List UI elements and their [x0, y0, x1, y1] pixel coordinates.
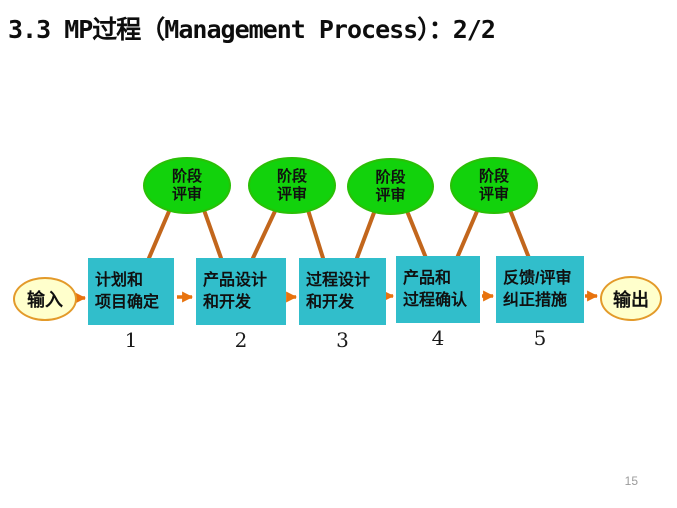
- stage-box-4: 产品和 过程确认: [396, 256, 480, 323]
- review-connector-line: [355, 208, 377, 260]
- review-ellipse-4: 阶段 评审: [450, 157, 538, 214]
- review-label: 阶段 评审: [478, 167, 509, 203]
- input-label: 输入: [27, 290, 63, 310]
- stage-label: 产品和 过程确认: [403, 269, 468, 309]
- review-connector-line: [508, 208, 531, 260]
- stage-box-3: 过程设计 和开发: [299, 258, 386, 325]
- stage-label: 过程设计 和开发: [306, 271, 371, 311]
- review-connector-line: [147, 207, 172, 260]
- stage-label: 计划和 项目确定: [95, 271, 160, 311]
- stage-number: 5: [533, 326, 547, 350]
- review-ellipse-3: 阶段 评审: [347, 158, 434, 215]
- stage-box-5: 反馈/评审 纠正措施: [496, 256, 584, 323]
- output-ellipse: 输出: [600, 276, 662, 321]
- stage-label: 产品设计 和开发: [203, 271, 268, 311]
- stage-number: 3: [336, 328, 349, 352]
- review-connector-line: [405, 209, 428, 260]
- review-label: 阶段 评审: [171, 167, 202, 203]
- input-ellipse: 输入: [13, 277, 77, 321]
- stage-label: 反馈/评审 纠正措施: [503, 269, 572, 309]
- review-connector-line: [306, 208, 325, 260]
- stage-number: 2: [234, 328, 248, 352]
- stage-box-2: 产品设计 和开发: [196, 258, 286, 325]
- output-label: 输出: [613, 289, 649, 310]
- stage-number: 1: [124, 328, 138, 352]
- page-number: 15: [624, 474, 638, 488]
- review-connector-line: [455, 207, 480, 260]
- review-ellipse-2: 阶段 评审: [248, 157, 336, 214]
- stage-box-1: 计划和 项目确定: [88, 258, 174, 325]
- review-connector-line: [202, 208, 223, 260]
- review-connector-line: [251, 207, 278, 260]
- slide-title: 3.3 MP过程（Management Process）：2/2: [8, 15, 496, 44]
- review-ellipse-1: 阶段 评审: [143, 157, 231, 214]
- review-label: 阶段 评审: [375, 168, 406, 204]
- review-label: 阶段 评审: [276, 167, 307, 203]
- stage-number: 4: [431, 326, 445, 350]
